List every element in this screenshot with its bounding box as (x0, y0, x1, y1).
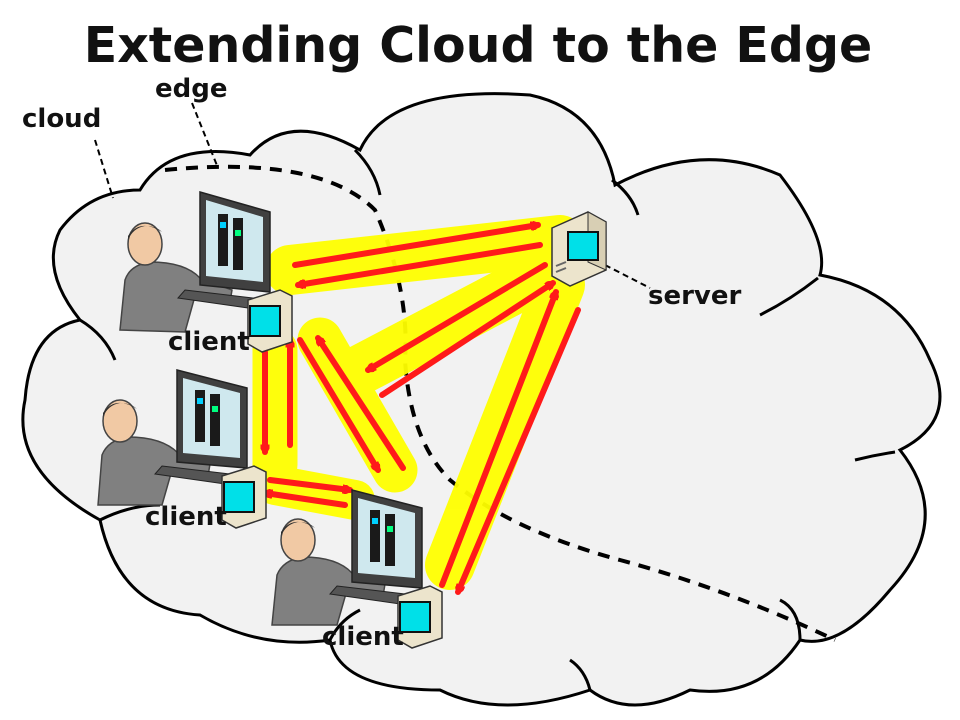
desktop-tower-icon (221, 465, 267, 529)
server-tower-icon (551, 211, 607, 287)
person-at-computer-icon (271, 518, 386, 626)
edge-label: edge (155, 74, 228, 104)
arrows (265, 225, 581, 592)
monitor-icon (329, 489, 423, 607)
cloud-shape (21, 92, 942, 707)
server-leader-line (604, 264, 651, 289)
edge-boundary-line (164, 164, 836, 642)
edge-leader-line (191, 102, 219, 169)
client-bottom-label: client (322, 622, 404, 652)
client-top-station (119, 191, 293, 353)
client-middle-station (97, 369, 267, 529)
person-at-computer-icon (97, 399, 211, 506)
monitor-icon (177, 191, 271, 311)
cloud-bump-arcs (79, 148, 896, 691)
client-middle-label: client (145, 502, 227, 532)
server-label: server (648, 281, 742, 311)
client-bottom-station (271, 489, 443, 649)
client-top-label: client (168, 327, 250, 357)
desktop-tower-icon (247, 289, 293, 353)
cloud-label: cloud (22, 104, 101, 134)
desktop-tower-icon (397, 585, 443, 649)
cloud-leader-line (94, 139, 114, 199)
diagram-title: Extending Cloud to the Edge (84, 17, 873, 74)
